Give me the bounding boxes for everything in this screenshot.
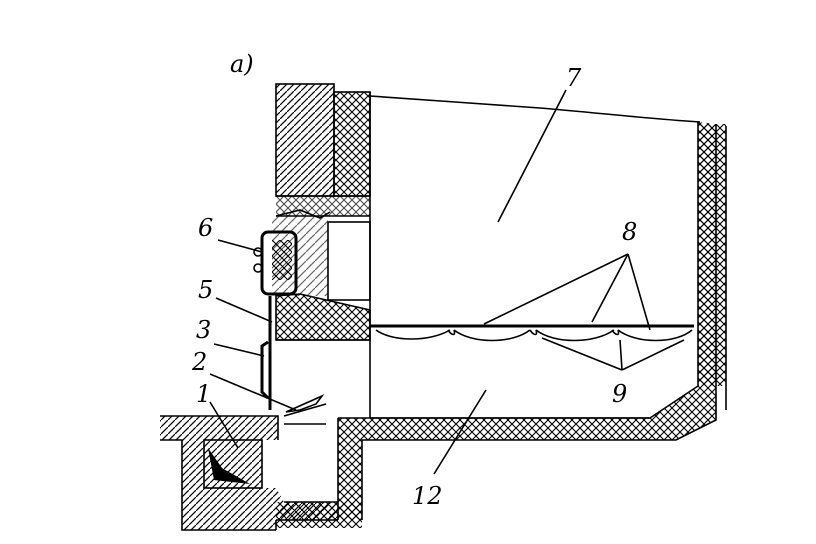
foundation-lining: [276, 502, 362, 528]
damper-flap: [283, 394, 327, 425]
upper-brick-wall: [275, 83, 335, 197]
label-2: 2: [191, 348, 207, 376]
label-12: 12: [412, 482, 443, 510]
chamber-top-line: [369, 95, 701, 123]
label-1: 1: [196, 380, 211, 408]
label-7: 7: [566, 64, 582, 92]
label-8: 8: [622, 218, 637, 246]
label-5: 5: [198, 276, 213, 304]
right-wall-lining: [698, 124, 726, 386]
inspection-door: [260, 339, 370, 400]
burner-assembly: [253, 209, 371, 301]
radiant-tube: [535, 329, 615, 342]
radiant-tube: [453, 329, 531, 342]
radiant-tube: [375, 329, 451, 340]
panel-label: a): [230, 50, 254, 78]
label-3: 3: [196, 316, 211, 344]
leader-lines: [209, 89, 685, 475]
label-9: 9: [612, 380, 627, 408]
label-6: 6: [198, 214, 213, 242]
radiant-tube: [617, 329, 693, 342]
upper-refractory-lining: [333, 91, 371, 197]
hearth-base: [337, 122, 717, 520]
sloped-refractory-block: [275, 293, 371, 341]
radiant-tubes: [370, 324, 694, 342]
